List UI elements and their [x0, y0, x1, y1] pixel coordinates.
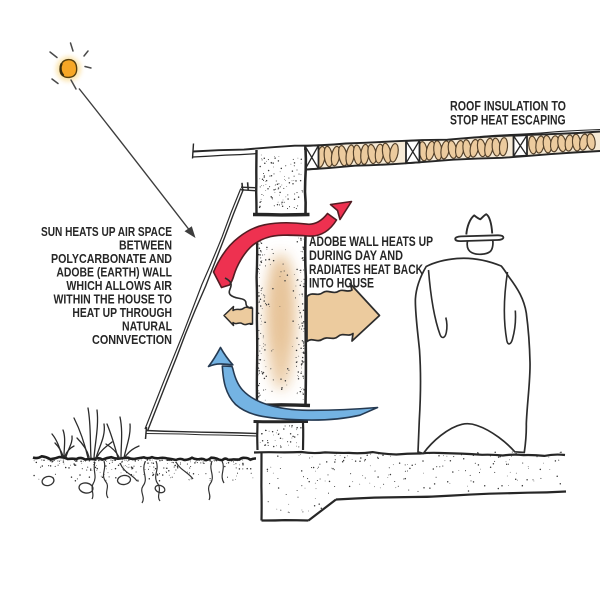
- svg-text:CONNVECTION: CONNVECTION: [92, 332, 172, 347]
- svg-text:SUN HEATS UP AIR SPACE: SUN HEATS UP AIR SPACE: [41, 224, 172, 239]
- svg-text:ADOBE (EARTH) WALL: ADOBE (EARTH) WALL: [56, 265, 172, 280]
- svg-text:INTO HOUSE: INTO HOUSE: [309, 276, 374, 291]
- svg-text:HEAT UP THROUGH: HEAT UP THROUGH: [72, 305, 172, 320]
- svg-text:WHICH ALLOWS AIR: WHICH ALLOWS AIR: [66, 278, 172, 293]
- svg-text:NATURAL: NATURAL: [122, 319, 172, 334]
- svg-text:RADIATES HEAT BACK: RADIATES HEAT BACK: [309, 262, 423, 277]
- svg-text:BETWEEN: BETWEEN: [119, 238, 172, 253]
- svg-text:ROOF INSULATION TO: ROOF INSULATION TO: [450, 99, 566, 114]
- svg-text:WITHIN THE HOUSE TO: WITHIN THE HOUSE TO: [54, 292, 173, 307]
- svg-text:STOP HEAT ESCAPING: STOP HEAT ESCAPING: [450, 113, 566, 128]
- svg-text:POLYCARBONATE AND: POLYCARBONATE AND: [51, 251, 172, 266]
- svg-text:ADOBE WALL HEATS UP: ADOBE WALL HEATS UP: [309, 234, 433, 249]
- svg-text:DURING DAY AND: DURING DAY AND: [309, 248, 403, 263]
